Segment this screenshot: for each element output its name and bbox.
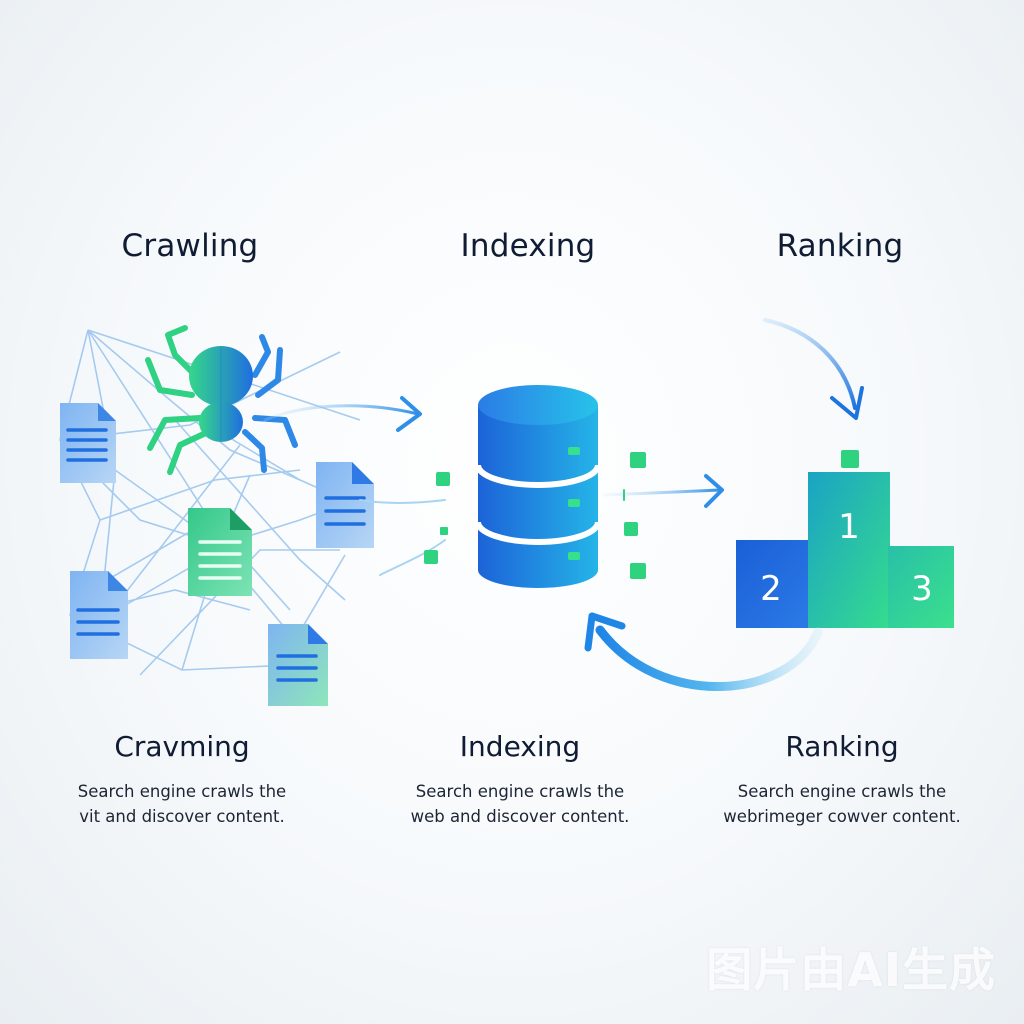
document-icon [316,462,374,548]
caption-text-crawling: Search engine crawls the vit and discove… [32,779,332,829]
caption-text-indexing: Search engine crawls the web and discove… [370,779,670,829]
document-icon [60,403,116,483]
caption-line: Search engine crawls the [415,782,625,801]
caption-line: Search engine crawls the [737,782,947,801]
podium-icon: 2 1 3 [736,450,954,628]
stage-title-indexing: Indexing [460,228,596,264]
arrow-icon [603,474,724,508]
data-nodes [424,452,646,579]
podium-third-label: 3 [911,569,933,609]
document-icon [268,624,328,706]
podium-second-label: 2 [760,569,782,609]
caption-line: Search engine crawls the [77,782,287,801]
caption-line: webrimeger cowver content. [723,807,961,826]
caption-title-crawling: Cravming [114,730,250,763]
podium-first-label: 1 [838,507,860,547]
stage-title-ranking: Ranking [776,228,904,264]
caption-line: web and discover content. [410,807,630,826]
database-icon [475,385,601,588]
spider-icon [145,325,298,475]
caption-title-ranking: Ranking [785,730,899,763]
caption-text-ranking: Search engine crawls the webrimeger cowv… [692,779,992,829]
caption-line: vit and discover content. [79,807,285,826]
ai-generated-watermark: 图片由AI生成 [706,943,996,997]
document-icon [188,508,252,596]
arrow-icon [584,612,823,691]
document-icon [70,571,128,659]
caption-title-indexing: Indexing [459,730,581,763]
arrow-icon [263,396,446,576]
stage-title-crawling: Crawling [121,228,259,264]
arrow-icon [763,318,864,420]
